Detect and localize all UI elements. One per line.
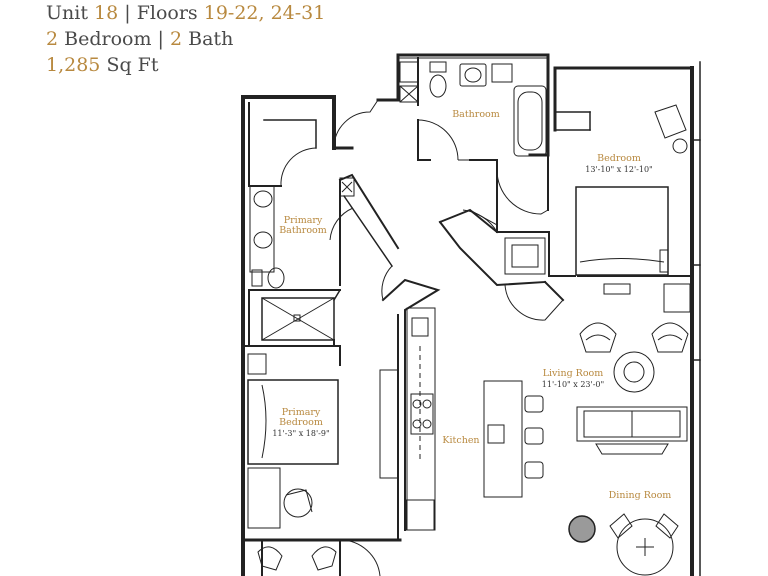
sink: [253, 190, 273, 208]
fixtures: [247, 61, 691, 576]
planter: [568, 515, 596, 543]
sink: [459, 63, 487, 87]
area-line: 1,285 Sq Ft: [46, 52, 325, 78]
door-swing: [329, 207, 354, 241]
unit-number: 18: [94, 2, 119, 24]
bar-stool: [524, 461, 544, 479]
stove: [410, 393, 434, 435]
refrigerator: [405, 499, 435, 531]
primary-bathroom-label-2: Bathroom: [279, 225, 327, 236]
bar-stool: [524, 395, 544, 413]
nightstand: [603, 283, 631, 295]
nightstand: [663, 283, 691, 313]
living-room-dims: 11'-10" x 23'-0": [542, 380, 604, 389]
kitchen-label: Kitchen: [442, 435, 479, 446]
dining-table: [616, 518, 674, 576]
primary-bedroom-label-1: Primary: [282, 407, 321, 418]
dresser: [379, 369, 399, 479]
bedroom-dims: 13'-10" x 12'-10": [585, 165, 652, 174]
rooms-line: 2 Bedroom | 2 Bath: [46, 26, 325, 52]
floors-value: 19-22, 24-31: [203, 2, 326, 24]
bedroom-label: Bedroom: [597, 153, 641, 164]
toilet: [429, 74, 447, 98]
bath-label: Bath: [188, 28, 234, 50]
room-labels: Bathroom Bedroom 13'-10" x 12'-10" Prima…: [272, 109, 671, 501]
coffee-table: [613, 351, 655, 393]
bar-stool: [524, 427, 544, 445]
door-swing: [280, 147, 317, 187]
walls: [241, 53, 701, 576]
armchair: [651, 322, 689, 353]
shower: [261, 297, 335, 341]
door-swing: [339, 539, 381, 576]
bathroom-label: Bathroom: [452, 109, 500, 120]
door-swing: [381, 265, 393, 301]
area-value: 1,285: [46, 54, 101, 76]
unit-header: Unit 18 | Floors 19-22, 24-31 2 Bedroom …: [46, 0, 325, 78]
toilet: [267, 267, 285, 289]
area-unit: Sq Ft: [106, 54, 159, 76]
door-swing: [504, 284, 564, 321]
door-swing: [462, 209, 498, 233]
unit-label: Unit: [46, 2, 88, 24]
door-swings: [280, 99, 564, 576]
sofa: [576, 406, 688, 442]
dining-room-label: Dining Room: [609, 490, 672, 501]
bed: [575, 186, 669, 276]
bedroom-label: Bedroom: [64, 28, 152, 50]
armchair: [283, 488, 313, 518]
bath-count: 2: [170, 28, 183, 50]
dining-chair: [655, 513, 679, 539]
living-room-label: Living Room: [543, 368, 604, 379]
bathtub: [513, 85, 547, 157]
door-swing: [496, 169, 549, 215]
separator: |: [124, 2, 131, 24]
armchair: [654, 104, 688, 154]
bedroom-count: 2: [46, 28, 59, 50]
armchair: [579, 322, 617, 353]
door-swing: [333, 99, 379, 149]
separator: |: [157, 28, 164, 50]
vanity: [399, 61, 419, 83]
armchair: [257, 546, 283, 571]
floors-label: Floors: [136, 2, 198, 24]
dining-chair: [609, 513, 633, 539]
primary-bathroom-label-1: Primary: [284, 215, 323, 226]
bed: [247, 379, 339, 465]
unit-line: Unit 18 | Floors 19-22, 24-31: [46, 0, 325, 26]
vanity: [399, 85, 419, 103]
kitchen-island: [483, 380, 523, 498]
primary-bedroom-dims: 11'-3" x 18'-9": [272, 429, 329, 438]
primary-bedroom-label-2: Bedroom: [279, 417, 323, 428]
armchair: [311, 546, 337, 571]
dresser: [504, 237, 546, 275]
sink: [253, 231, 273, 249]
door-swing: [417, 119, 470, 161]
